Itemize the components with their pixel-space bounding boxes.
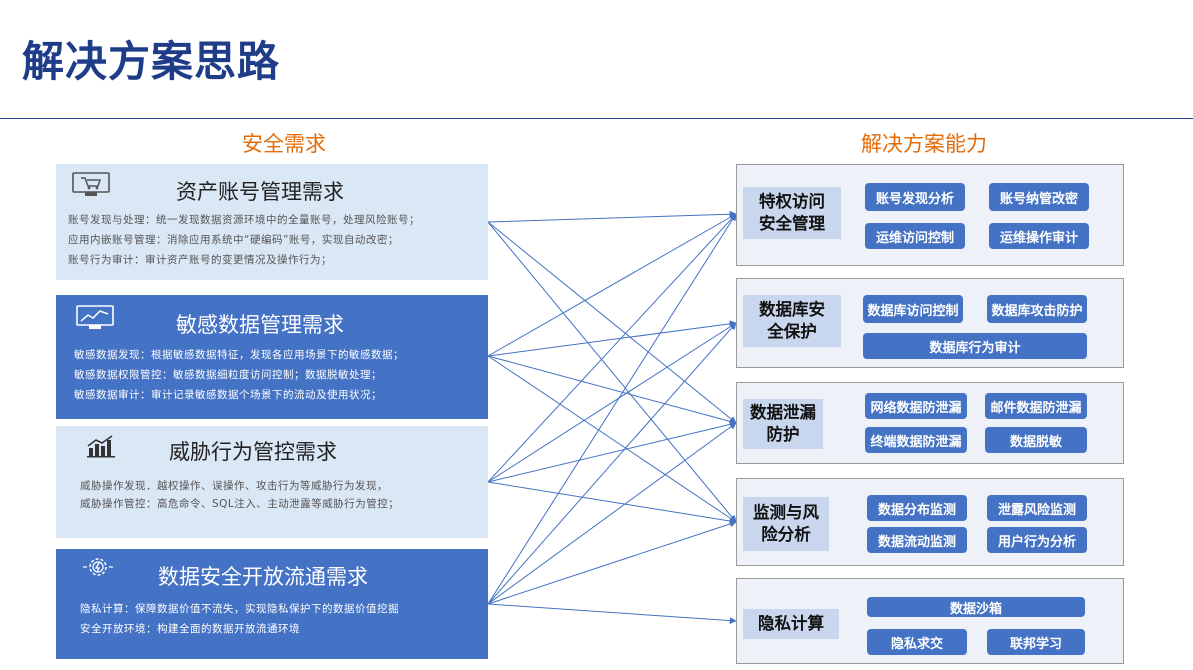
requirement-asset-account: 资产账号管理需求 账号发现与处理：统一发现数据资源环境中的全量账号，处理风险账号… [56, 164, 488, 280]
capability-label: 隐私计算 [743, 609, 839, 639]
connection-arrow [487, 422, 737, 605]
connection-arrow [487, 520, 737, 605]
connection-arrow [487, 213, 737, 605]
requirement-sensitive-data: 敏感数据管理需求 敏感数据发现：根据敏感数据特征，发现各应用场景下的敏感数据； … [56, 295, 488, 419]
capability-item: 数据脱敏 [985, 427, 1087, 453]
capability-item: 终端数据防泄漏 [865, 427, 967, 453]
capability-item: 账号纳管改密 [989, 183, 1089, 211]
capability-label: 数据泄漏 防护 [743, 399, 823, 449]
capability-item: 运维操作审计 [989, 223, 1089, 249]
requirement-title: 数据安全开放流通需求 [158, 565, 368, 589]
connection-arrow [487, 421, 737, 483]
requirement-line: 敏感数据审计：审计记录敏感数据个场景下的流动及使用状况； [74, 389, 382, 401]
capability-item: 数据库行为审计 [863, 333, 1087, 359]
bar-chart-icon [86, 434, 116, 462]
requirement-line: 安全开放环境：构建全面的数据开放流通环境 [80, 623, 300, 635]
capability-item: 数据分布监测 [867, 495, 967, 521]
capability-item: 数据沙箱 [867, 597, 1085, 617]
requirement-line: 账号行为审计：审计资产账号的变更情况及操作行为； [68, 254, 332, 266]
requirement-line: 隐私计算：保障数据价值不流失，实现隐私保护下的数据价值挖掘 [80, 603, 399, 615]
capability-label: 特权访问 安全管理 [743, 187, 841, 239]
requirement-line: 威胁操作管控：高危命令、SQL注入、主动泄露等威胁行为管控； [80, 498, 400, 510]
capability-item: 隐私求交 [867, 629, 967, 655]
gear-bolt-icon [80, 555, 116, 583]
requirement-line: 威胁操作发现．越权操作、误操作、攻击行为等威胁行为发现， [80, 480, 388, 492]
capability-item: 数据库访问控制 [863, 295, 963, 323]
title-divider [0, 118, 1193, 119]
requirement-line: 应用内嵌账号管理：消除应用系统中“硬编码”账号，实现自动改密； [68, 234, 399, 246]
page-title: 解决方案思路 [22, 37, 281, 86]
connection-arrow [487, 355, 737, 425]
capability-data-leak-prevention: 数据泄漏 防护 网络数据防泄漏 邮件数据防泄漏 终端数据防泄漏 数据脱敏 [736, 382, 1124, 464]
connection-arrow [487, 320, 737, 357]
right-column-header: 解决方案能力 [861, 132, 987, 156]
capability-item: 用户行为分析 [987, 527, 1087, 553]
requirement-line: 敏感数据权限管控：敏感数据细粒度访问控制；数据脱敏处理； [74, 369, 382, 381]
connection-arrow [487, 355, 737, 523]
requirement-title: 资产账号管理需求 [176, 180, 344, 204]
capability-item: 运维访问控制 [865, 223, 965, 249]
connection-arrow [487, 322, 737, 483]
requirement-line: 敏感数据发现：根据敏感数据特征，发现各应用场景下的敏感数据； [74, 349, 404, 361]
capability-database-protection: 数据库安 全保护 数据库访问控制 数据库攻击防护 数据库行为审计 [736, 278, 1124, 368]
capability-privileged-access: 特权访问 安全管理 账号发现分析 账号纳管改密 运维访问控制 运维操作审计 [736, 164, 1124, 266]
connection-arrow [487, 221, 737, 523]
connection-arrow [487, 213, 737, 357]
capability-label: 数据库安 全保护 [743, 295, 841, 347]
capability-item: 数据库攻击防护 [987, 295, 1087, 323]
requirement-title: 威胁行为管控需求 [169, 440, 337, 464]
monitor-chart-icon [76, 305, 114, 335]
capability-item: 联邦学习 [987, 629, 1085, 655]
capability-monitoring-risk: 监测与风 险分析 数据分布监测 泄露风险监测 数据流动监测 用户行为分析 [736, 478, 1124, 566]
requirement-title: 敏感数据管理需求 [176, 313, 344, 337]
monitor-cart-icon [72, 172, 110, 202]
connection-arrow [487, 603, 737, 625]
connection-arrow [487, 210, 737, 223]
capability-item: 数据流动监测 [867, 527, 967, 553]
capability-item: 邮件数据防泄漏 [985, 393, 1087, 419]
connection-arrow [487, 481, 737, 525]
connection-arrow [487, 221, 737, 424]
left-column-header: 安全需求 [242, 132, 326, 156]
requirement-threat-behavior: 威胁行为管控需求 威胁操作发现．越权操作、误操作、攻击行为等威胁行为发现， 威胁… [56, 426, 488, 538]
capability-item: 账号发现分析 [865, 183, 965, 211]
requirement-line: 账号发现与处理：统一发现数据资源环境中的全量账号，处理风险账号； [68, 214, 420, 226]
capability-label: 监测与风 险分析 [743, 497, 829, 551]
requirement-data-open-circulation: 数据安全开放流通需求 隐私计算：保障数据价值不流失，实现隐私保护下的数据价值挖掘… [56, 549, 488, 659]
connection-arrow [487, 213, 737, 483]
capability-item: 网络数据防泄漏 [865, 393, 967, 419]
connection-arrow [487, 322, 737, 605]
capability-privacy-computing: 隐私计算 数据沙箱 隐私求交 联邦学习 [736, 578, 1124, 664]
capability-item: 泄露风险监测 [987, 495, 1087, 521]
